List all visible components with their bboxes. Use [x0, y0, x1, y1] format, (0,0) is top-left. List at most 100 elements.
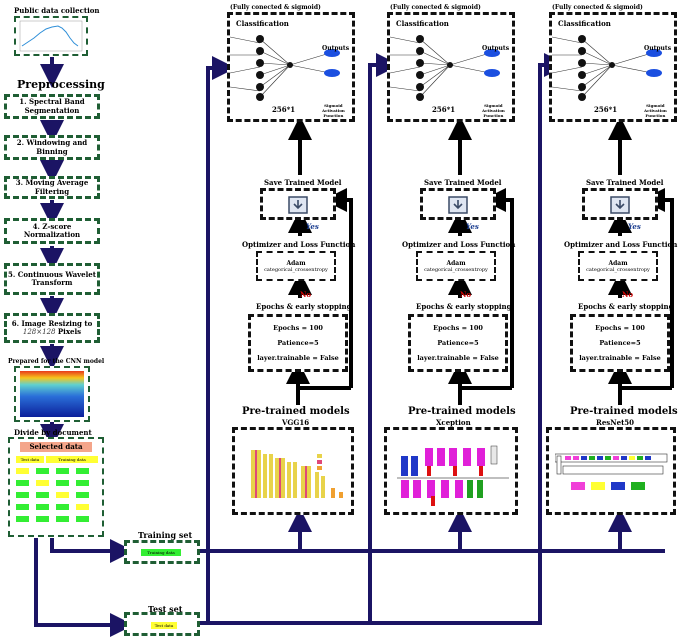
- classification-title: Classification: [558, 19, 611, 28]
- data-cell: [36, 516, 49, 522]
- public-data-label: Public data collection: [14, 6, 100, 15]
- data-cell: [76, 492, 89, 498]
- step-wavelet: 5. Continuous Wavelet Transform: [4, 263, 100, 295]
- data-cell: [56, 504, 69, 510]
- data-cell: [16, 516, 29, 522]
- fc-network-diagram: [390, 35, 500, 101]
- yes-label: Yes: [466, 222, 479, 231]
- prepared-label: Prepared for the CNN model: [8, 358, 105, 365]
- layer-size-label: 256*1: [594, 105, 618, 114]
- model-name: VGG16: [282, 418, 310, 427]
- fc-network-diagram: [552, 35, 662, 101]
- save-model-label: Save Trained Model: [424, 178, 502, 187]
- vgg16-architecture-image: [251, 450, 343, 498]
- classification-title: Classification: [236, 19, 289, 28]
- data-cell: [36, 504, 49, 510]
- signal-thumbnail: [14, 16, 88, 56]
- optimizer-box: Adam categorical_crossentropy: [416, 251, 496, 281]
- fc-sigmoid-header: (Fully conected & sigmoid): [230, 4, 321, 11]
- optimizer-box: Adam categorical_crossentropy: [256, 251, 336, 281]
- pretrained-title: Pre-trained models: [242, 406, 350, 417]
- save-icon: [288, 196, 308, 214]
- no-label: No: [300, 290, 312, 299]
- training-set-label: Training set: [138, 530, 193, 540]
- data-cell: [16, 492, 29, 498]
- optimizer-label: Optimizer and Loss Function: [242, 240, 356, 249]
- model-architecture-box: [384, 427, 518, 515]
- data-cell: [36, 492, 49, 498]
- data-cell: [76, 516, 89, 522]
- no-label: No: [622, 290, 634, 299]
- data-cell: [56, 516, 69, 522]
- step-spectral-band: 1. Spectral Band Segmentation: [4, 94, 100, 119]
- signal-plot-image: [19, 20, 83, 52]
- step-zscore: 4. Z-score Normalization: [4, 218, 100, 244]
- optimizer-box: Adam categorical_crossentropy: [578, 251, 658, 281]
- outputs-label: Outputs: [482, 45, 510, 52]
- save-icon: [448, 196, 468, 214]
- step-moving-average: 3. Moving Average Filtering: [4, 176, 100, 199]
- model-column-xception: (Fully conected & sigmoid) Classificatio…: [384, 0, 520, 530]
- divide-label: Divide by document: [14, 428, 92, 437]
- model-architecture-box: [232, 427, 354, 515]
- training-params-box: Epochs = 100 Patience=5 layer.trainable …: [248, 314, 348, 372]
- data-cell: [56, 480, 69, 486]
- save-icon: [610, 196, 630, 214]
- layer-size-label: 256*1: [272, 105, 296, 114]
- data-split-panel: Selected data Test data Training data: [8, 437, 104, 537]
- data-cell: [36, 480, 49, 486]
- step-windowing: 2. Windowing and Binning: [4, 135, 100, 160]
- training-params-box: Epochs = 100 Patience=5 layer.trainable …: [570, 314, 670, 372]
- data-cell: [56, 468, 69, 474]
- scalogram-image: [20, 371, 84, 417]
- test-column-header: Test data: [16, 456, 44, 463]
- save-model-box: [260, 188, 336, 220]
- xception-architecture-image: [397, 445, 509, 506]
- preprocessing-title: Preprocessing: [17, 78, 105, 91]
- resnet50-architecture-image: [555, 453, 668, 490]
- save-model-label: Save Trained Model: [586, 178, 664, 187]
- yes-label: Yes: [628, 222, 641, 231]
- outputs-label: Outputs: [322, 45, 350, 52]
- save-model-label: Save Trained Model: [264, 178, 342, 187]
- model-column-vgg16: (Fully conected & sigmoid) Classificatio…: [227, 0, 360, 530]
- pretrained-title: Pre-trained models: [408, 406, 516, 417]
- layer-size-label: 256*1: [432, 105, 456, 114]
- test-set-label: Test set: [148, 604, 183, 614]
- model-architecture-box: [546, 427, 676, 515]
- test-data-chip: Test data: [151, 622, 177, 629]
- model-name: ResNet50: [596, 418, 635, 427]
- data-cell: [36, 468, 49, 474]
- model-name: Xception: [436, 418, 471, 427]
- epochs-stop-label: Epochs & early stopping: [416, 302, 512, 311]
- selected-data-label: Selected data: [20, 442, 92, 452]
- pretrained-title: Pre-trained models: [570, 406, 678, 417]
- classification-title: Classification: [396, 19, 449, 28]
- data-cell: [76, 504, 89, 510]
- optimizer-label: Optimizer and Loss Function: [402, 240, 516, 249]
- data-cell: [16, 468, 29, 474]
- no-label: No: [460, 290, 472, 299]
- data-cell: [76, 468, 89, 474]
- fc-sigmoid-header: (Fully conected & sigmoid): [552, 4, 643, 11]
- data-cell: [76, 480, 89, 486]
- test-set-box: Test data: [124, 612, 200, 636]
- training-data-chip: Training data: [141, 549, 181, 556]
- train-column-header: Training data: [46, 456, 98, 463]
- save-model-box: [420, 188, 496, 220]
- training-params-box: Epochs = 100 Patience=5 layer.trainable …: [408, 314, 508, 372]
- training-set-box: Training data: [124, 540, 200, 564]
- fc-sigmoid-header: (Fully conected & sigmoid): [390, 4, 481, 11]
- yes-label: Yes: [306, 222, 319, 231]
- data-cell: [16, 504, 29, 510]
- data-grid: [14, 466, 102, 532]
- data-cell: [56, 492, 69, 498]
